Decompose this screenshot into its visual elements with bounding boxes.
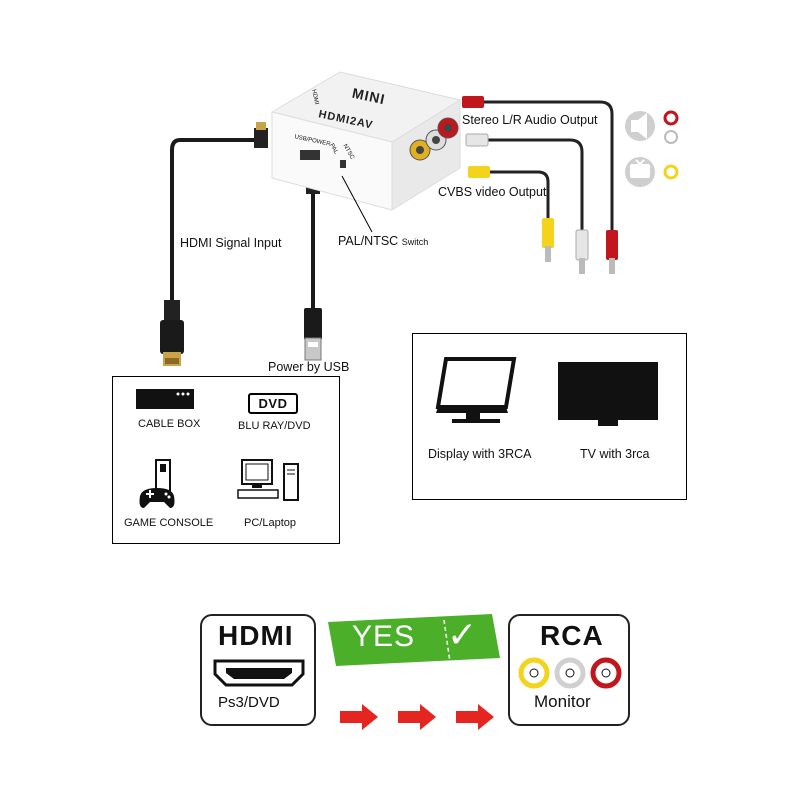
red-arrow-1 (340, 704, 378, 730)
source-label-game-console: GAME CONSOLE (124, 517, 214, 529)
display-label-tv: TV with 3rca (580, 447, 650, 461)
tv-icon (625, 157, 679, 187)
game-controller-icon (139, 459, 175, 508)
dvd-logo: DVD (248, 393, 298, 414)
power-label: Power by USB (268, 360, 350, 374)
red-arrow-3 (456, 704, 494, 730)
speaker-icon (625, 110, 679, 144)
source-label-bluray: BLU RAY/DVD (238, 420, 311, 432)
check-icon: ✓ (447, 614, 478, 655)
rca-sub-label: Monitor (534, 692, 591, 711)
hdmi-input-label: HDMI Signal Input (180, 236, 282, 250)
display-label-3rca: Display with 3RCA (428, 447, 532, 461)
rca-cables (462, 96, 618, 274)
switch-label-main: PAL/NTSC (338, 234, 399, 248)
switch-label-suffix: Switch (401, 237, 429, 247)
red-arrow-2 (398, 704, 436, 730)
cable-box-icon (136, 389, 194, 409)
hdmi-cable (160, 122, 268, 366)
yes-label: YES (352, 620, 416, 653)
converter-box (270, 71, 462, 211)
source-label-pc: PC/Laptop (244, 517, 296, 529)
switch-label: PAL/NTSC Switch (338, 234, 428, 248)
rca-jacks-icon (518, 657, 622, 689)
yes-banner (328, 614, 500, 666)
hdmi-port-icon (213, 659, 305, 687)
tv-screen-icon (558, 362, 658, 426)
rca-title: RCA (540, 620, 604, 651)
hdmi-sub-label: Ps3/DVD (218, 694, 280, 711)
video-output-label: CVBS video Output (438, 185, 547, 199)
pc-icon (237, 459, 299, 501)
audio-output-label: Stereo L/R Audio Output (462, 113, 598, 127)
source-label-cable-box: CABLE BOX (138, 418, 201, 430)
monitor-icon (435, 357, 517, 423)
usb-cable (304, 176, 322, 361)
hdmi-title: HDMI (218, 620, 294, 651)
switch-pointer (341, 175, 373, 233)
